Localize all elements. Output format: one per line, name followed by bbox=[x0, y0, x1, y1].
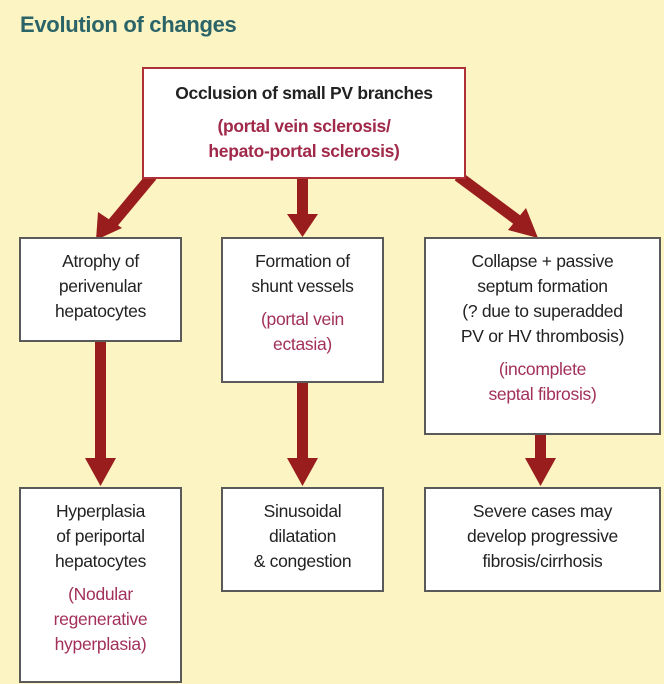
box-text-line: regenerative bbox=[53, 609, 148, 629]
box-text-line: hyperplasia) bbox=[54, 634, 147, 654]
box-text-line: hepatocytes bbox=[54, 551, 147, 571]
box-text-line: Collapse + passive bbox=[471, 251, 614, 271]
box-main-text: Occlusion of small PV branches bbox=[175, 83, 433, 103]
arrow-top-to-right bbox=[454, 171, 538, 238]
box-text-line: develop progressive bbox=[467, 526, 618, 546]
box-severe-cases: Severe cases may develop progressive fibro… bbox=[424, 487, 661, 592]
box-text-line: hepatocytes bbox=[54, 301, 147, 321]
box-text-line: of periportal bbox=[56, 526, 145, 546]
arrow-left-down bbox=[85, 340, 116, 486]
box-text-line: Formation of bbox=[255, 251, 350, 271]
arrow-top-to-left bbox=[96, 172, 157, 240]
arrow-middle-down bbox=[287, 382, 318, 486]
box-text-line: shunt vessels bbox=[251, 276, 354, 296]
diagram-title: Evolution of changes bbox=[20, 12, 237, 37]
box-text-line: perivenular bbox=[58, 276, 143, 296]
box-text-line: hepato-portal sclerosis) bbox=[208, 141, 400, 161]
box-shunt-vessels: Formation of shunt vessels (portal vein ec… bbox=[221, 237, 384, 383]
box-text-line: Severe cases may bbox=[472, 501, 613, 521]
box-collapse: Collapse + passive septum formation (? due… bbox=[424, 237, 661, 435]
box-text-line: Sinusoidal bbox=[263, 501, 342, 521]
box-text-line: Hyperplasia bbox=[55, 501, 146, 521]
box-text-line: (portal vein bbox=[261, 309, 344, 329]
box-text-line: fibrosis/cirrhosis bbox=[482, 551, 603, 571]
box-text-line: Atrophy of bbox=[62, 251, 139, 271]
box-sinusoidal: Sinusoidal dilatation & congestion bbox=[221, 487, 384, 592]
box-occlusion: Occlusion of small PV branches (portal v… bbox=[142, 67, 466, 179]
box-text-line: & congestion bbox=[253, 551, 352, 571]
box-sub-text: (Nodular regenerative hyperplasia) bbox=[21, 582, 180, 657]
box-text-line: dilatation bbox=[268, 526, 337, 546]
box-text-line: (? due to superadded bbox=[462, 301, 623, 321]
box-text-line: ectasia) bbox=[273, 334, 332, 354]
arrow-top-to-middle bbox=[287, 176, 318, 237]
box-text-line: PV or HV thrombosis) bbox=[460, 326, 625, 346]
box-sub-text: (incomplete septal fibrosis) bbox=[426, 357, 659, 407]
box-sub-text: (portal vein ectasia) bbox=[223, 307, 382, 357]
box-atrophy: Atrophy of perivenular hepatocytes bbox=[19, 237, 182, 342]
arrow-right-down bbox=[525, 433, 556, 486]
box-text-line: (portal vein sclerosis/ bbox=[217, 116, 391, 136]
box-text-line: septal fibrosis) bbox=[488, 384, 597, 404]
box-text-line: septum formation bbox=[477, 276, 608, 296]
box-sub-text: (portal vein sclerosis/hepato-portal scl… bbox=[144, 114, 464, 164]
box-text-line: (Nodular bbox=[68, 584, 133, 604]
box-text-line: (incomplete bbox=[498, 359, 587, 379]
box-hyperplasia: Hyperplasia of periportal hepatocytes (Nod… bbox=[19, 487, 182, 683]
